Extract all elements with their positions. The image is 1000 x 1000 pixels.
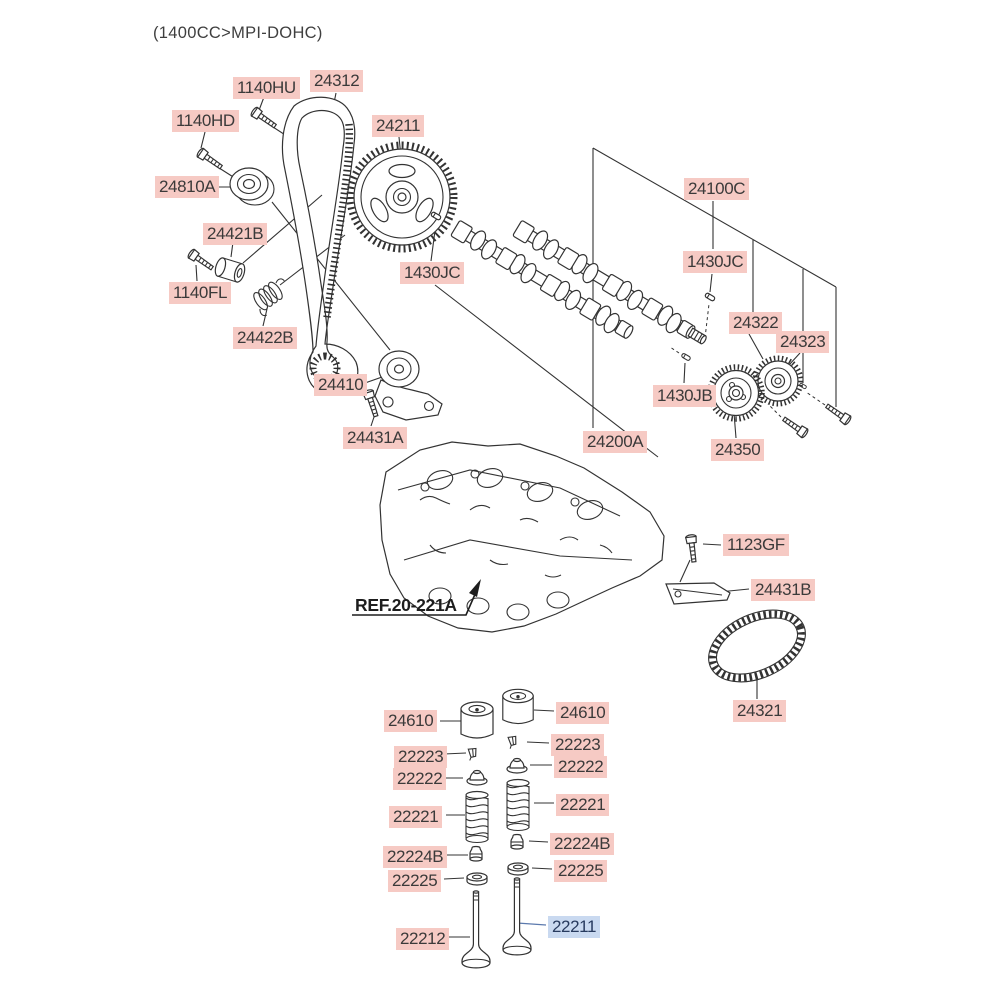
part-label-24312[interactable]: 24312 (310, 70, 364, 92)
camshaft-exhaust-drawing (510, 217, 707, 345)
bolt-1140FL-drawing (186, 247, 216, 274)
part-label-22221a[interactable]: 22221 (389, 806, 443, 828)
part-label-22223a[interactable]: 22223 (394, 746, 448, 768)
part-label-1430JCa[interactable]: 1430JC (400, 262, 465, 284)
part-label-22222b[interactable]: 22222 (554, 756, 608, 778)
chain-guide-drawing (665, 582, 731, 605)
intake-valve-drawing (502, 877, 532, 956)
diagram-title: (1400CC>MPI-DOHC) (153, 24, 323, 42)
part-label-24610a[interactable]: 24610 (384, 710, 438, 732)
part-label-1430JCb[interactable]: 1430JC (683, 251, 748, 273)
part-label-22223b[interactable]: 22223 (551, 734, 605, 756)
exhaust-valve-drawing (461, 890, 491, 969)
part-label-24431B[interactable]: 24431B (751, 579, 816, 601)
highlight-leader-line (516, 922, 547, 926)
part-label-22225a[interactable]: 22225 (388, 870, 442, 892)
bolt-1140HU-drawing (249, 105, 279, 132)
valve-train-drawing (460, 688, 534, 969)
bolt-1140HD-drawing (195, 146, 225, 173)
dowel-pin-drawing (703, 291, 717, 303)
belt-tensioner-spacer-drawing (214, 257, 246, 283)
tensioner-spring-drawing (253, 278, 285, 317)
part-label-22225b[interactable]: 22225 (554, 860, 608, 882)
part-label-22224Bb[interactable]: 22224B (550, 833, 615, 855)
part-label-24431A[interactable]: 24431A (343, 427, 408, 449)
idler-pulley-drawing (229, 167, 275, 206)
part-label-1123GF[interactable]: 1123GF (723, 534, 789, 556)
ref-label[interactable]: REF.20-221A (355, 595, 457, 615)
part-label-24321[interactable]: 24321 (733, 700, 787, 722)
part-label-1430JB[interactable]: 1430JB (653, 385, 717, 407)
part-label-24100C[interactable]: 24100C (684, 178, 750, 200)
belt-tensioner-drawing (374, 350, 443, 421)
part-label-22221b[interactable]: 22221 (556, 794, 610, 816)
part-label-22222a[interactable]: 22222 (393, 768, 447, 790)
part-label-24322[interactable]: 24322 (729, 312, 783, 334)
dowel-pin-drawing (680, 352, 692, 362)
part-label-22212[interactable]: 22212 (396, 928, 450, 950)
part-label-1140FL[interactable]: 1140FL (169, 282, 231, 304)
bolt-1123GF-drawing (684, 533, 700, 564)
part-label-24422B[interactable]: 24422B (233, 327, 298, 349)
part-label-24211[interactable]: 24211 (372, 115, 425, 137)
timing-belt-drawing (281, 96, 359, 395)
part-label-24421B[interactable]: 24421B (203, 223, 268, 245)
part-label-22211[interactable]: 22211 (548, 916, 601, 938)
part-label-22224Ba[interactable]: 22224B (383, 846, 448, 868)
ref-arrow (352, 579, 481, 616)
part-label-1140HU[interactable]: 1140HU (233, 77, 300, 99)
cylinder-head-drawing (379, 441, 665, 633)
sprocket-bolt-drawing (823, 400, 853, 427)
part-label-24610b[interactable]: 24610 (556, 702, 610, 724)
cam-chain-sprockets-drawing (707, 355, 804, 422)
part-label-24350[interactable]: 24350 (711, 439, 765, 461)
part-label-24200A[interactable]: 24200A (583, 431, 648, 453)
part-label-1140HD[interactable]: 1140HD (172, 110, 239, 132)
sprocket-bolt-drawing (780, 413, 810, 440)
part-label-24323[interactable]: 24323 (776, 331, 830, 353)
part-label-24810A[interactable]: 24810A (155, 176, 220, 198)
part-label-24410[interactable]: 24410 (314, 374, 368, 396)
cam-sprocket-drawing (346, 141, 458, 253)
